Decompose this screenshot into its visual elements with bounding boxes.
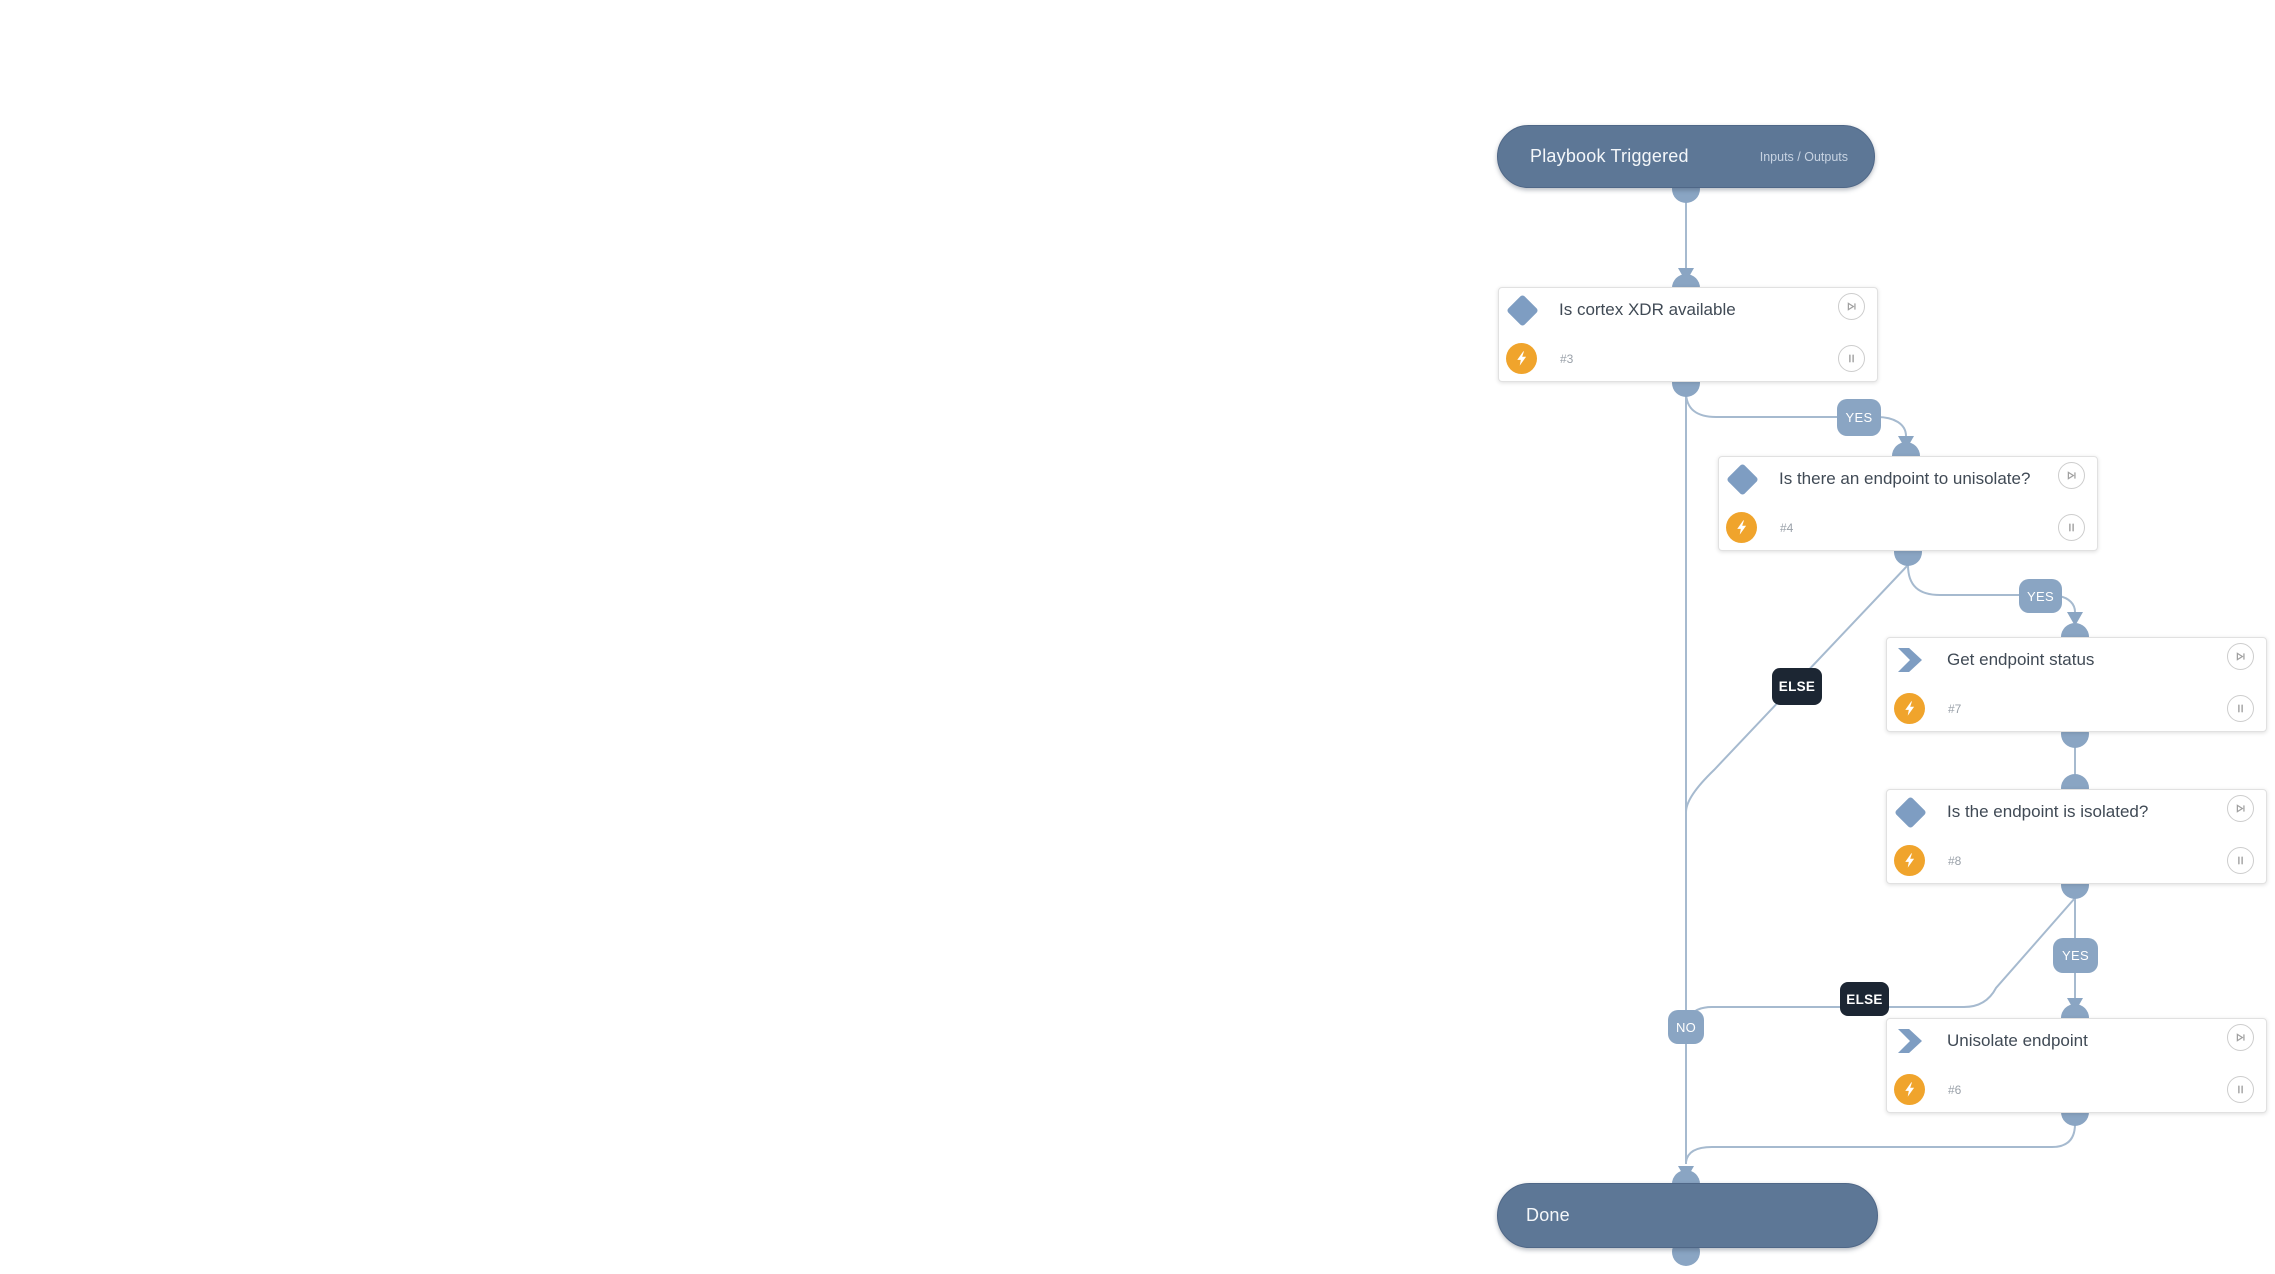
edge-label-yes: YES [2019,579,2062,613]
pause-icon[interactable] [2227,847,2254,874]
task-number: #4 [1780,521,1794,535]
task-node-6[interactable]: Unisolate endpoint #6 [1886,1018,2267,1113]
edge-label-no: NO [1668,1010,1704,1044]
edge-4-yes-to-7 [1907,564,2022,596]
skip-forward-icon[interactable] [2227,1024,2254,1051]
task-node-7[interactable]: Get endpoint status #7 [1886,637,2267,732]
edge-label-else: ELSE [1772,668,1822,705]
inputs-outputs-button[interactable]: Inputs / Outputs [1754,126,1854,187]
task-node-3[interactable]: Is cortex XDR available #3 [1498,287,1878,382]
task-number: #6 [1948,1083,1962,1097]
edge-label-yes: YES [1837,399,1881,436]
task-number: #3 [1560,352,1574,366]
skip-forward-icon[interactable] [2227,795,2254,822]
condition-diamond-icon [1891,794,1929,830]
task-title: Is there an endpoint to unisolate? [1779,469,2031,488]
lightning-icon [1506,343,1537,374]
arrowhead [2067,612,2083,626]
pause-icon[interactable] [2227,695,2254,722]
edge-4-else [1685,564,1909,813]
end-node[interactable]: Done [1497,1183,1878,1248]
task-node-8[interactable]: Is the endpoint is isolated? #8 [1886,789,2267,884]
lightning-icon [1726,512,1757,543]
edge-label-else: ELSE [1840,982,1889,1016]
task-chevron-icon [1891,1023,1929,1059]
start-node[interactable]: Playbook Triggered Inputs / Outputs [1497,125,1875,188]
task-number: #7 [1948,702,1962,716]
pause-icon[interactable] [1838,345,1865,372]
task-node-4[interactable]: Is there an endpoint to unisolate? #4 [1718,456,2098,551]
skip-forward-icon[interactable] [1838,293,1865,320]
pause-icon[interactable] [2227,1076,2254,1103]
end-node-title: Done [1526,1205,1570,1225]
edge-3-yes-to-4 [1685,391,1842,418]
skip-forward-icon[interactable] [2058,462,2085,489]
task-title: Unisolate endpoint [1947,1031,2088,1050]
start-node-title: Playbook Triggered [1530,146,1689,166]
edge-label-yes: YES [2053,938,2098,973]
edge-3-yes-to-4 [1876,416,1907,437]
task-title: Get endpoint status [1947,650,2095,669]
lightning-icon [1894,845,1925,876]
task-number: #8 [1948,854,1962,868]
pause-icon[interactable] [2058,514,2085,541]
condition-diamond-icon [1723,461,1761,497]
lightning-icon [1894,1074,1925,1105]
task-title: Is the endpoint is isolated? [1947,802,2149,821]
skip-forward-icon[interactable] [2227,643,2254,670]
lightning-icon [1894,693,1925,724]
edge-6-to-done [1685,1123,2076,1163]
condition-diamond-icon [1503,292,1541,328]
task-chevron-icon [1891,642,1929,678]
task-title: Is cortex XDR available [1559,300,1736,319]
